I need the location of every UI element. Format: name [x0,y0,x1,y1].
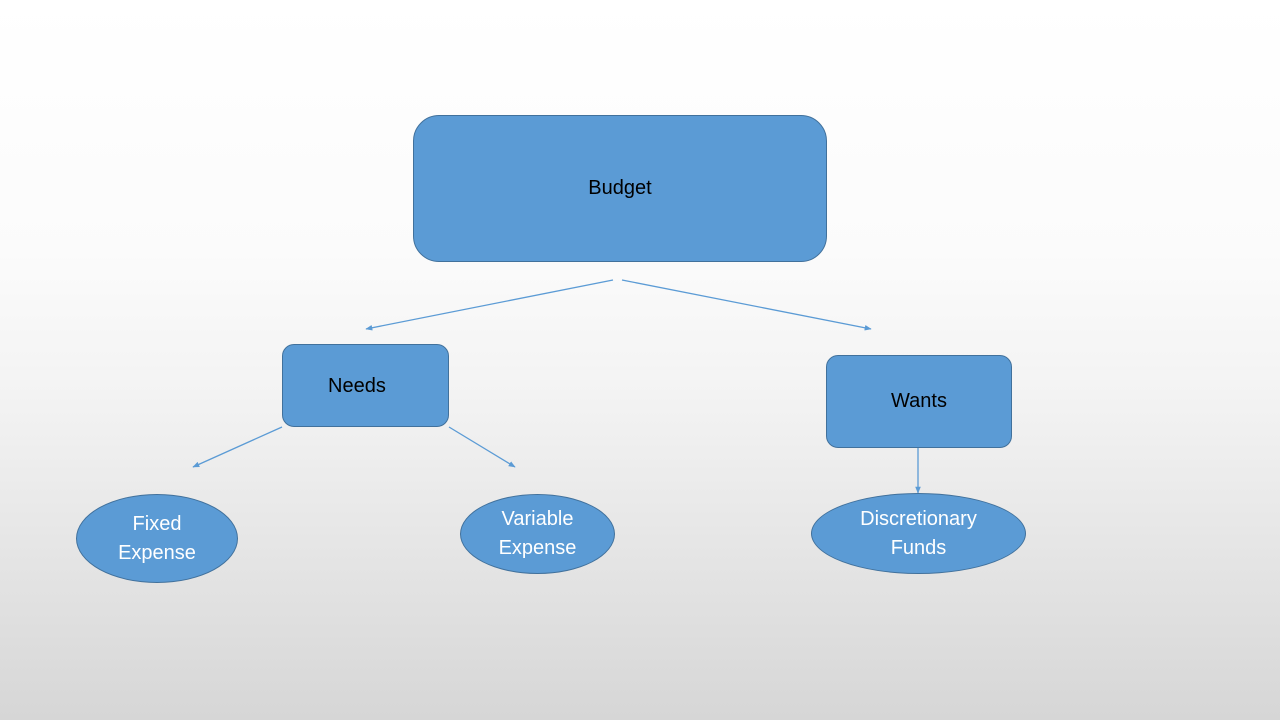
node-discretionary-funds-label: Discretionary Funds [860,507,977,559]
node-variable-expense: Variable Expense [460,494,615,574]
node-needs: Needs [282,344,449,427]
arrow-budget-to-wants [621,279,872,331]
node-fixed-expense: Fixed Expense [76,494,238,583]
node-fixed-expense-label: Fixed Expense [118,512,196,564]
node-variable-expense-label: Variable Expense [498,508,577,559]
arrow-needs-to-fixed-expense [192,426,283,468]
node-wants: Wants [826,355,1012,448]
node-budget: Budget [413,115,827,262]
node-budget-label: Budget [588,177,652,199]
node-discretionary-funds: Discretionary Funds [811,493,1026,574]
arrow-budget-to-needs [365,279,614,331]
node-needs-label: Needs [328,375,386,397]
arrow-needs-to-variable-expense [448,426,516,468]
node-wants-label: Wants [891,390,947,412]
